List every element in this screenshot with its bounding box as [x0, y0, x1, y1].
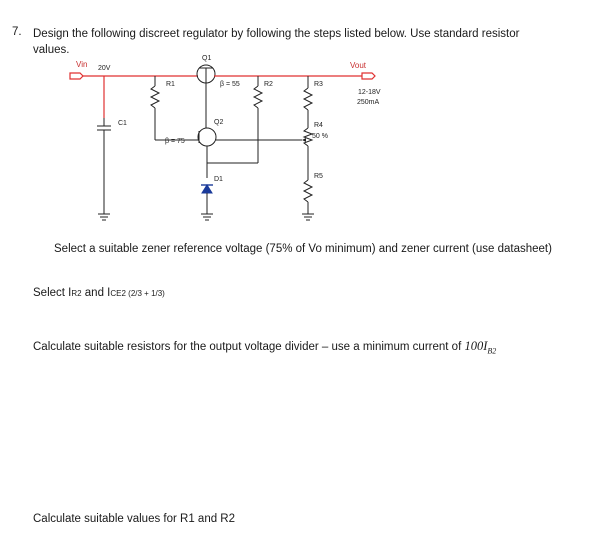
q2-beta: β = 75: [165, 138, 185, 145]
task-current-selection: Select IR2 and ICE2 (2/3 + 1/3): [33, 287, 165, 299]
d1-label: D1: [214, 176, 223, 183]
task-r1-r2: Calculate suitable values for R1 and R2: [33, 513, 236, 525]
r4-potentiometer-icon: [302, 127, 314, 147]
q2-transistor-icon: [197, 127, 217, 147]
q1-beta: β = 55: [220, 81, 240, 88]
vin-label: Vin: [76, 60, 87, 69]
vin-terminal-icon: [69, 72, 84, 80]
q1-label: Q1: [202, 55, 211, 62]
vout-current: 250mA: [357, 99, 380, 106]
vout-label: Vout: [350, 61, 367, 70]
q2-label: Q2: [214, 119, 223, 126]
r1-resistor-icon: [149, 85, 161, 109]
question-text: Design the following discreet regulator …: [33, 26, 593, 58]
question-line-2: values.: [33, 44, 70, 56]
question-line-1: Design the following discreet regulator …: [33, 28, 520, 40]
task-divider-resistors: Calculate suitable resistors for the out…: [33, 339, 497, 356]
r3-label: R3: [314, 81, 323, 88]
r3-resistor-icon: [302, 87, 314, 111]
r5-label: R5: [314, 173, 323, 180]
question-number: 7.: [12, 26, 22, 38]
vin-value: 20V: [98, 65, 111, 72]
r4-label: R4: [314, 122, 323, 129]
vout-range: 12-18V: [358, 89, 381, 96]
task-zener-selection: Select a suitable zener reference voltag…: [54, 243, 552, 255]
r2-label: R2: [264, 81, 273, 88]
r4-setting: 50 %: [312, 133, 328, 140]
r1-label: R1: [166, 81, 175, 88]
r2-resistor-icon: [252, 85, 264, 109]
r5-resistor-icon: [302, 179, 314, 203]
d1-zener-diode-icon: [201, 184, 213, 194]
c1-label: C1: [118, 120, 127, 127]
vout-terminal-icon: [361, 72, 376, 80]
